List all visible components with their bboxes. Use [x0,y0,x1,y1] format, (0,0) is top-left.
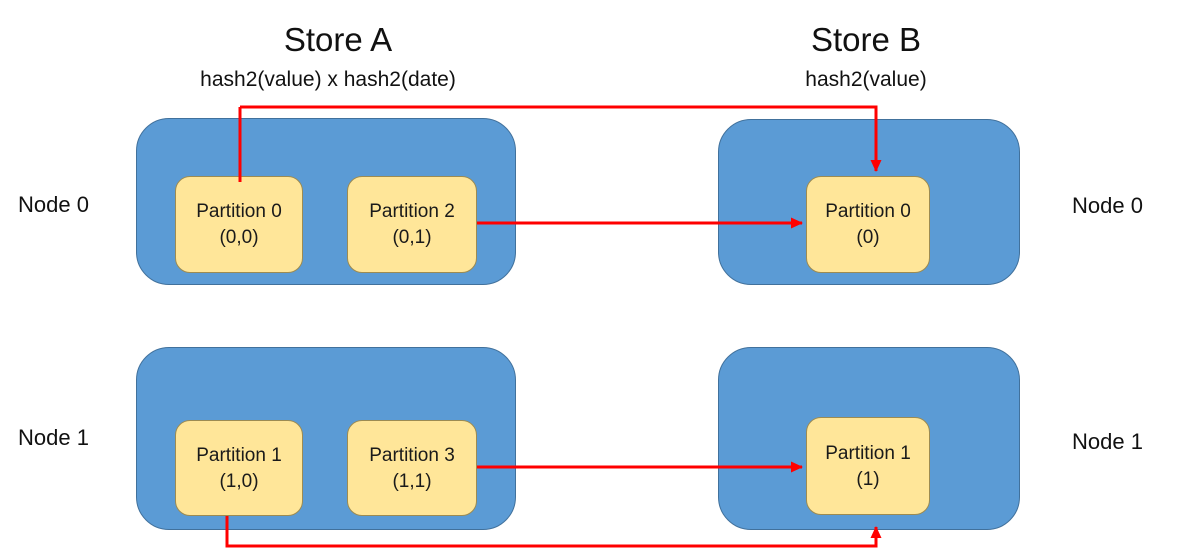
partition-coords: (1) [856,468,880,490]
store-b-title: Store B [810,21,922,58]
partition-coords: (0) [856,227,880,248]
node-label-store-b-node-1: Node 1 [1072,429,1143,454]
partition-name: Partition 1 [196,444,282,466]
partition-name: Partition 1 [825,442,911,464]
store-b-subtitle: hash2(value) [805,68,927,91]
partition-coords: (0,0) [219,227,259,248]
partition-a-3: Partition 3 (1,1) [347,420,477,516]
store-a-title: Store A [283,21,393,58]
partition-name: Partition 3 [369,444,455,466]
partition-name: Partition 0 [196,201,282,222]
node-label-store-b-node-0: Node 0 [1072,193,1143,218]
node-label-store-a-node-1: Node 1 [18,425,89,450]
partition-name: Partition 0 [825,201,911,222]
partition-name: Partition 2 [369,201,455,222]
partition-coords: (1,1) [392,470,432,492]
partition-coords: (0,1) [392,227,432,248]
partition-b-1: Partition 1 (1) [806,417,930,515]
store-a-subtitle: hash2(value) x hash2(date) [200,68,456,91]
node-label-store-a-node-0: Node 0 [18,192,89,217]
partition-b-0: Partition 0 (0) [806,176,930,273]
partition-a-0: Partition 0 (0,0) [175,176,303,273]
partition-a-1: Partition 1 (1,0) [175,420,303,516]
partition-a-2: Partition 2 (0,1) [347,176,477,273]
partition-coords: (1,0) [219,470,259,492]
